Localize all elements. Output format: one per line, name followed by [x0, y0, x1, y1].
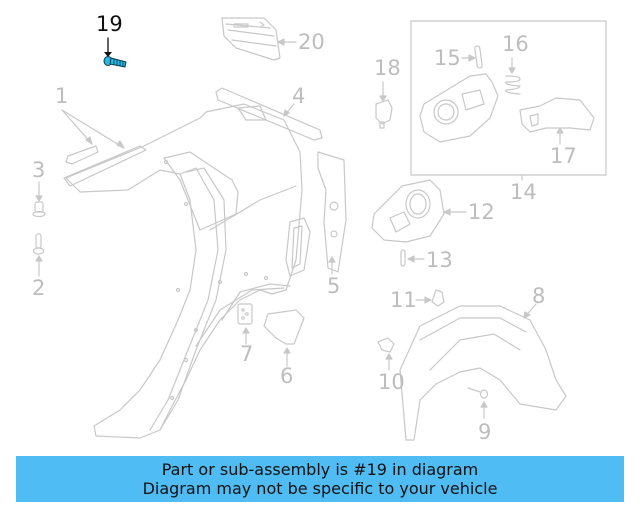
callout-2[interactable]: 2	[32, 276, 46, 300]
banner-line-1: Part or sub-assembly is #19 in diagram	[161, 460, 479, 479]
callout-11[interactable]: 11	[390, 288, 417, 312]
callout-6[interactable]: 6	[280, 364, 294, 388]
trim-20-icon	[221, 17, 297, 61]
clip-10-icon	[377, 337, 395, 371]
inner-bracket-icon	[285, 217, 311, 277]
spring-16-icon	[505, 57, 521, 95]
callout-4[interactable]: 4	[292, 84, 306, 108]
hinge-17-icon	[519, 97, 595, 145]
bolt-19-icon[interactable]	[103, 37, 127, 68]
callout-8[interactable]: 8	[532, 284, 546, 308]
callout-15[interactable]: 15	[434, 46, 461, 70]
callout-17[interactable]: 17	[550, 144, 577, 168]
callout-5[interactable]: 5	[327, 274, 341, 298]
panel-5-icon	[317, 151, 347, 275]
callout-18[interactable]: 18	[374, 56, 401, 80]
actuator-18-icon	[375, 81, 393, 129]
bracket-7-icon	[237, 303, 253, 345]
callout-7[interactable]: 7	[240, 342, 254, 366]
rail-4-icon	[215, 87, 323, 141]
fuel-door-12-icon	[371, 179, 467, 243]
pin-13-icon	[400, 249, 425, 267]
fuel-door-housing-icon	[419, 73, 499, 143]
callout-12[interactable]: 12	[468, 200, 495, 224]
info-banner: Part or sub-assembly is #19 in diagram D…	[16, 456, 624, 502]
clip-3-icon	[32, 181, 46, 218]
callout-16[interactable]: 16	[502, 32, 529, 56]
callout-3[interactable]: 3	[32, 158, 46, 182]
clip-11-icon	[415, 289, 445, 307]
rail-trim-1-icon	[61, 109, 147, 187]
callout-13[interactable]: 13	[426, 248, 453, 272]
callout-9[interactable]: 9	[478, 420, 492, 444]
clip-2-icon	[32, 233, 45, 277]
callout-14[interactable]: 14	[510, 180, 537, 204]
pin-15-icon	[461, 45, 483, 69]
banner-line-2: Diagram may not be specific to your vehi…	[142, 479, 498, 498]
callout-19[interactable]: 19	[96, 12, 123, 36]
callout-20[interactable]: 20	[298, 30, 325, 54]
quarter-panel-icon	[65, 103, 303, 439]
screw-9-icon	[467, 387, 489, 419]
bracket-6-icon	[263, 309, 305, 367]
assembly-14-box	[410, 20, 607, 181]
callout-10[interactable]: 10	[378, 370, 405, 394]
wheel-liner-8-icon	[399, 303, 567, 441]
callout-1[interactable]: 1	[55, 84, 69, 108]
